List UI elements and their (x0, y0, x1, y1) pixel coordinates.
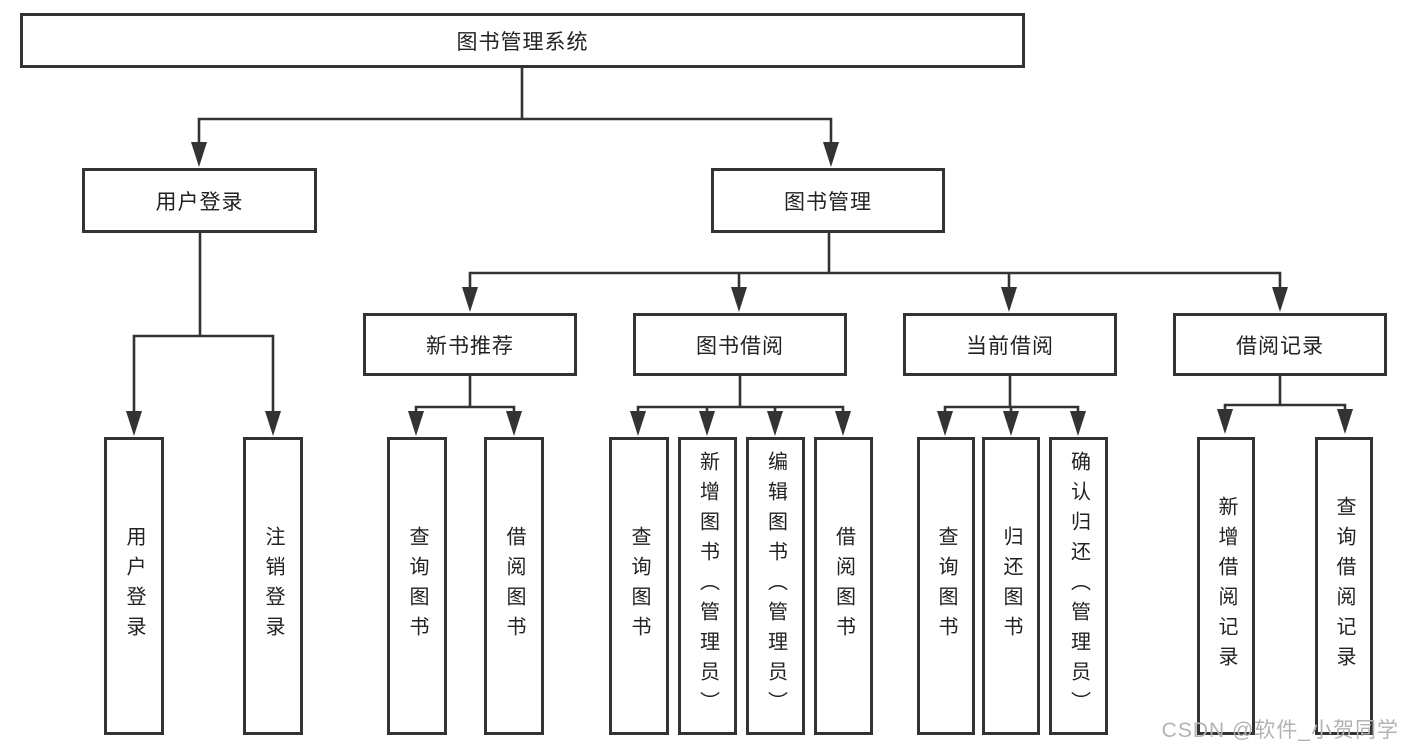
node-leaf-query-books-a: 查询图书 (387, 437, 447, 735)
node-leaf-logout-login: 注销登录 (243, 437, 303, 735)
arrow-to-leaf-add-books (699, 411, 715, 436)
arrow-to-leaf-borrow-a (506, 411, 522, 436)
watermark-text: CSDN @软件_小贺同学 (1161, 719, 1399, 742)
edge-records-split (1223, 403, 1347, 412)
arrow-to-leaf-confirm-return (1070, 411, 1086, 436)
arrow-to-leaf-query-c (937, 411, 953, 436)
node-book-management: 图书管理 (711, 168, 945, 233)
node-leaf-user-login: 用户登录 (104, 437, 164, 735)
arrow-to-leaf-logout (265, 411, 281, 436)
arrow-to-leaf-user-login (126, 411, 142, 436)
edge-borrowing-split (636, 405, 845, 414)
arrowheads (126, 142, 1353, 436)
node-new-book-recommend: 新书推荐 (363, 313, 577, 376)
node-leaf-add-books-admin: 新增图书（管理员） (678, 437, 737, 735)
node-leaf-edit-books-admin: 编辑图书（管理员） (746, 437, 805, 735)
node-leaf-borrow-books-b: 借阅图书 (814, 437, 873, 735)
node-leaf-borrow-books-a: 借阅图书 (484, 437, 544, 735)
arrow-to-book-mgmt (823, 142, 839, 167)
arrow-to-leaf-edit-books (767, 411, 783, 436)
arrow-to-leaf-add-record (1217, 409, 1233, 434)
arrow-to-borrowing-records (1272, 287, 1288, 312)
arrow-to-book-borrowing (731, 287, 747, 312)
arrow-to-new-book-recommend (462, 287, 478, 312)
node-current-borrowing: 当前借阅 (903, 313, 1117, 376)
arrow-to-leaf-borrow-b (835, 411, 851, 436)
arrow-to-leaf-query-b (630, 411, 646, 436)
node-borrowing-records: 借阅记录 (1173, 313, 1387, 376)
node-root: 图书管理系统 (20, 13, 1025, 68)
node-leaf-query-books-c: 查询图书 (917, 437, 975, 735)
node-leaf-return-books: 归还图书 (982, 437, 1040, 735)
edge-newbook-split (414, 405, 516, 414)
edge-book-mgmt-split (468, 271, 1282, 289)
arrow-to-leaf-query-a (408, 411, 424, 436)
node-book-borrowing: 图书借阅 (633, 313, 847, 376)
arrow-to-leaf-return-books (1003, 411, 1019, 436)
node-user-login: 用户登录 (82, 168, 317, 233)
node-leaf-add-borrow-record: 新增借阅记录 (1197, 437, 1255, 735)
arrow-to-user-login (191, 142, 207, 167)
arrow-to-leaf-query-record (1337, 409, 1353, 434)
edge-root-split (197, 117, 833, 145)
node-leaf-query-borrow-record: 查询借阅记录 (1315, 437, 1373, 735)
edge-user-login-split (132, 334, 275, 414)
arrow-to-current-borrowing (1001, 287, 1017, 312)
node-leaf-confirm-return-admin: 确认归还（管理员） (1049, 437, 1108, 735)
node-leaf-query-books-b: 查询图书 (609, 437, 669, 735)
